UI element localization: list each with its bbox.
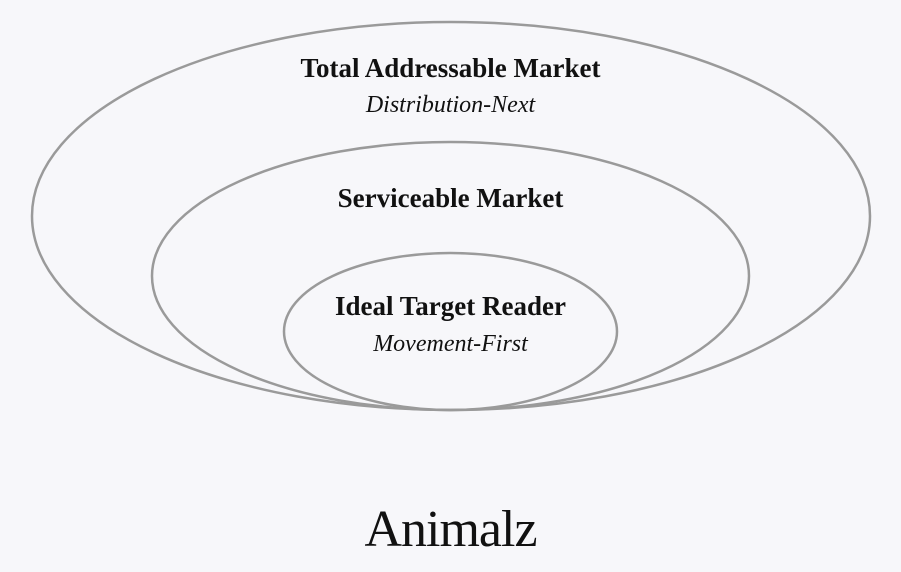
target-title: Ideal Target Reader [335, 291, 566, 321]
tam-title: Total Addressable Market [300, 53, 601, 83]
tam-subtitle: Distribution-Next [365, 92, 536, 118]
animalz-logo: Animalz [364, 501, 537, 558]
sam-title: Serviceable Market [337, 183, 564, 213]
target-ellipse [282, 251, 619, 412]
target-subtitle: Movement-First [373, 331, 528, 357]
